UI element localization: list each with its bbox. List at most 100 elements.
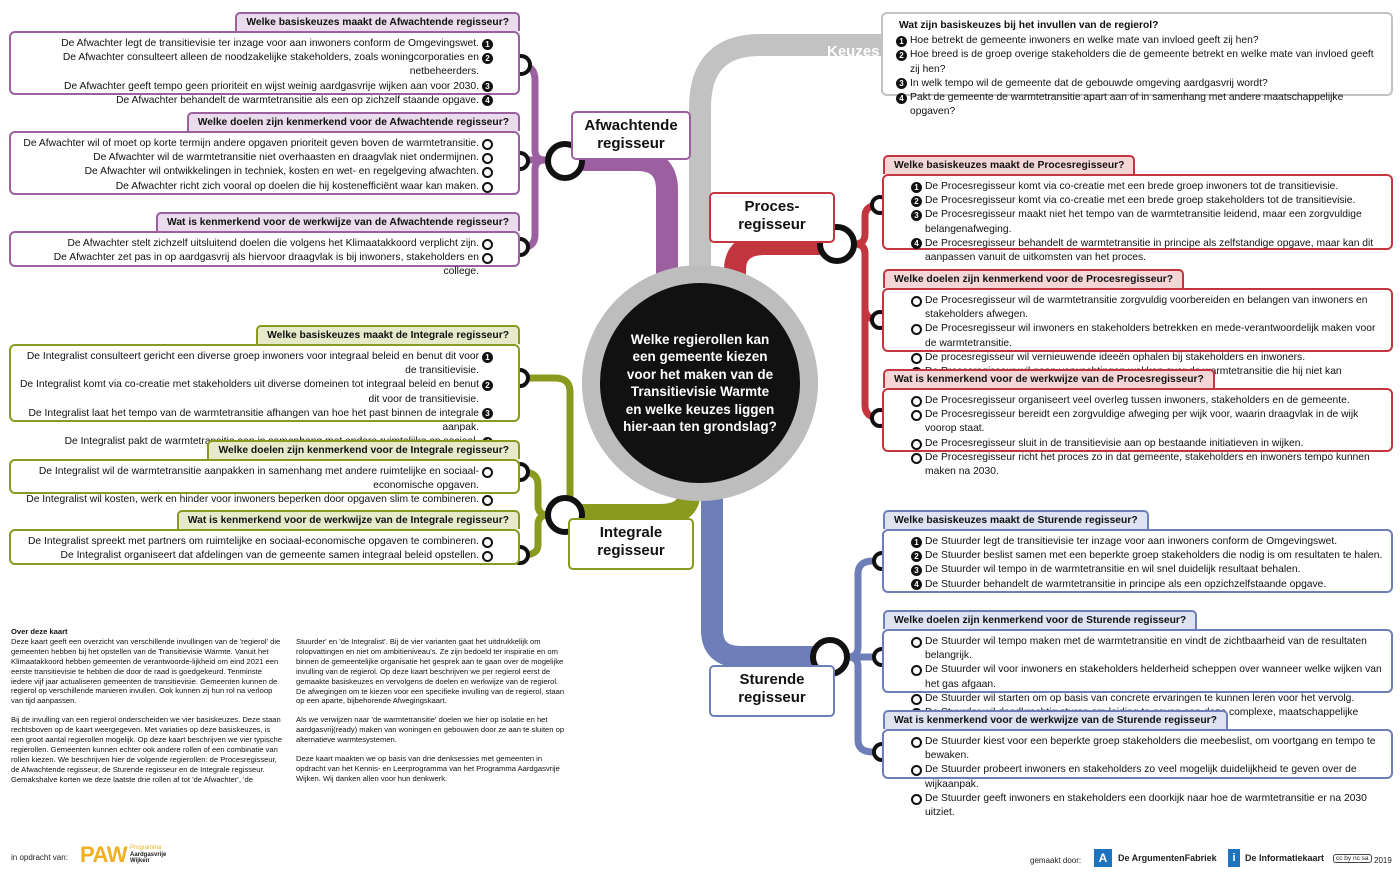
list-item: De Stuurder wil starten om op basis van … [908,692,1383,706]
list-item-text: De Afwachter stelt zichzelf uitsluitend … [67,238,479,249]
bullet-ring-icon [911,296,922,307]
about-paragraph: Bij de invulling van een regierol onders… [11,715,282,784]
list-item-text: De Afwachter consulteert alleen de noodz… [62,52,479,78]
number-badge-icon: 4 [482,95,493,107]
list-item-text: Hoe breed is de groep overige stakeholde… [910,49,1374,75]
bullet-ring-icon [911,637,922,648]
number-badge-icon: 2 [911,195,922,207]
number-badge-icon: 4 [896,92,907,104]
afw-werkwijze-box: De Afwachter stelt zichzelf uitsluitend … [9,231,520,277]
number-badge-icon: 1 [911,181,922,193]
list-item-text: De Procesregisseur maakt niet het tempo … [925,209,1362,235]
number-badge-icon: 3 [911,209,922,221]
bullet-ring-icon [911,452,922,464]
central-question-circle: Welke regierollen kan een gemeente kieze… [582,265,818,501]
paw-sub: Wijken [129,858,150,865]
number-badge-icon: 4 [911,579,922,591]
afw-doelen-box: De Afwachter wil of moet op korte termij… [9,131,520,195]
int-werkwijze-box: De Integralist spreekt met partners om r… [9,529,520,565]
list-item-text: De procesregisseur wil vernieuwende idee… [925,351,1306,363]
number-badge-icon: 1 [896,35,907,47]
list-item-text: De Afwachter wil of moet op korte termij… [23,138,479,149]
list-item: De Integralist organiseert dat afdelinge… [19,549,496,563]
number-badge-icon: 1 [482,351,493,363]
paw-logo: PAW Programma Aardgasvrije Wijken [80,842,166,868]
footer-year: 2019 [1374,856,1392,865]
afw-doelen-tab: Welke doelen zijn kenmerkend voor de Afw… [186,112,520,131]
bullet-ring-icon [482,167,493,179]
list-item: De procesregisseur wil vernieuwende idee… [908,351,1383,365]
list-item: De Afwachter legt de transitievisie ter … [19,37,496,51]
number-badge-icon: 1 [911,536,922,548]
central-question: Welke regierollen kan een gemeente kieze… [600,283,800,483]
list-item-text: De Integralist organiseert dat afdelinge… [60,550,479,562]
list-item: De Procesregisseur bereidt een zorgvuldi… [908,408,1383,436]
about-paragraph: Als we verwijzen naar 'de warmtetransiti… [296,715,565,745]
list-item: De Stuurder geeft inwoners en stakeholde… [908,792,1383,820]
list-item: De Afwachter stelt zichzelf uitsluitend … [19,237,496,251]
list-item-text: De Procesregisseur sluit in de transitie… [925,437,1304,449]
afw-werkwijze-tab: Wat is kenmerkend voor de werkwijze van … [155,212,520,231]
cc-license-icon: cc by nc sa [1333,854,1372,863]
number-badge-icon: 3 [911,564,922,576]
bullet-ring-icon [911,793,922,805]
list-item-text: De Procesregisseur wil inwoners en stake… [925,323,1376,349]
list-item: De Procesregisseur wil inwoners en stake… [908,322,1383,350]
list-item-text: De Integralist komt via co-creatie met s… [19,379,479,405]
node-afwachtende [545,141,585,181]
role-integrale: Integrale regisseur [568,518,694,570]
list-item-text: De Afwachter wil de warmtetransitie niet… [93,152,479,164]
list-item-text: De Integralist wil de warmtetransitie aa… [38,466,479,492]
about-paragraph: Deze kaart maakten we op basis van drie … [296,754,560,783]
about-paragraph: Deze kaart geeft een overzicht van versc… [11,636,281,706]
pro-werkwijze-tab: Wat is kenmerkend voor de werkwijze van … [883,369,1215,388]
list-item-text: De Procesregisseur wil de warmtetransiti… [925,295,1368,321]
number-badge-icon: 4 [911,238,922,250]
pro-doelen-box: De Procesregisseur wil de warmtetransiti… [882,288,1393,391]
list-item: De Afwachter wil de warmtetransitie niet… [19,151,496,165]
list-item: De Afwachter behandelt de warmtetransiti… [19,94,496,108]
stu-werkwijze-box: De Stuurder kiest voor een beperkte groe… [882,729,1393,818]
bullet-ring-icon [911,737,922,748]
pro-werkwijze-box: De Procesregisseur organiseert veel over… [882,388,1393,477]
int-basis-tab: Welke basiskeuzes maakt de Integrale reg… [256,325,520,344]
keuzes-title: Wat zijn basiskeuzes bij het invullen va… [899,20,1159,31]
sturende-branch [701,460,882,756]
keuzes-label: Keuzes [827,43,880,60]
list-item-text: De Afwachter zet pas in op aardgasvrij a… [53,252,479,278]
list-item: De Procesregisseur organiseert veel over… [908,394,1383,408]
number-badge-icon: 3 [482,81,493,93]
role-sturende: Sturende regisseur [709,665,835,717]
bullet-ring-icon [911,665,922,677]
list-item-text: De Stuurder wil tempo in de warmtetransi… [925,564,1301,576]
number-badge-icon: 2 [911,550,922,562]
argumentenfabriek-icon: A [1094,849,1112,867]
list-item: De Stuurder wil voor inwoners en stakeho… [908,663,1383,691]
paw-sub: Aardgasvrije [129,851,167,858]
list-item: De Afwachter geeft tempo geen prioriteit… [19,80,496,94]
about-title: Over deze kaart [11,627,68,636]
bullet-ring-icon [482,537,493,548]
list-item-text: De Integralist wil kosten, werk en hinde… [26,494,479,506]
stu-werkwijze-tab: Wat is kenmerkend voor de werkwijze van … [883,710,1228,729]
stu-doelen-box: De Stuurder wil tempo maken met de warmt… [882,629,1393,732]
afw-basis-tab: Welke basiskeuzes maakt de Afwachtende r… [235,12,520,31]
about-paragraph: Stuurder' en 'de Integralist'. Bij de vi… [296,637,565,706]
list-item: De Procesregisseur richt het proces zo i… [908,451,1383,479]
list-item-text: De Afwachter legt de transitievisie ter … [61,38,479,49]
keuzes-box: Wat zijn basiskeuzes bij het invullen va… [881,12,1393,117]
list-item-text: De Procesregisseur komt via co-creatie m… [925,195,1356,207]
list-item-text: De Stuurder wil tempo maken met de warmt… [925,636,1367,662]
keuzes-branch [689,34,893,311]
list-item-text: De Integralist spreekt met partners om r… [28,536,479,547]
list-item: De Procesregisseur wil de warmtetransiti… [908,294,1383,322]
list-item-text: Pakt de gemeente de warmtetransitie apar… [910,92,1344,118]
informatiekaart-icon: i [1228,849,1240,867]
int-werkwijze-tab: Wat is kenmerkend voor de werkwijze van … [176,510,520,529]
list-item-text: De Stuurder wil voor inwoners en stakeho… [925,664,1382,690]
